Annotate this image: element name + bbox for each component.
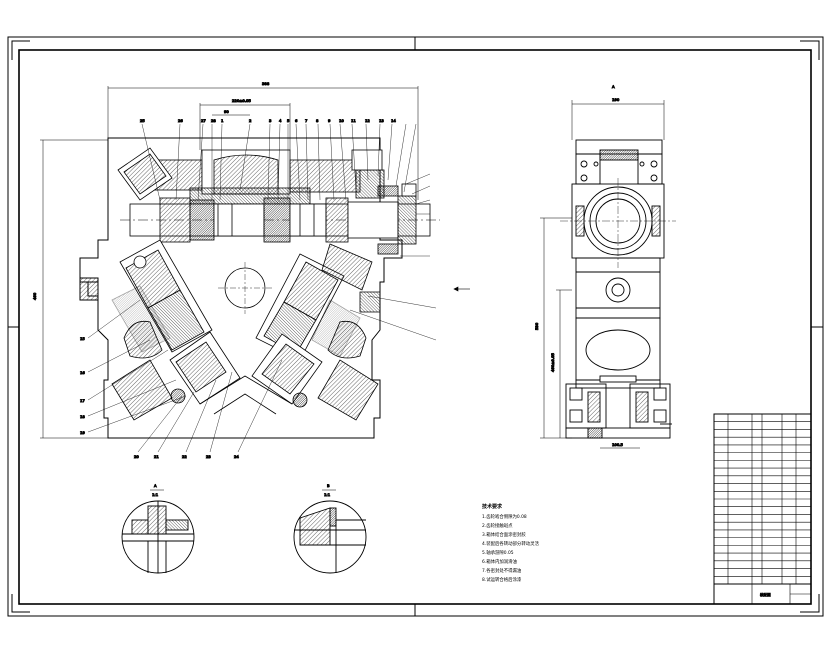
balloon-label: 24 — [234, 454, 239, 459]
balloon-label: 3 — [269, 118, 272, 123]
title-block: 装配图 — [713, 413, 812, 605]
balloon-label: 25 — [140, 118, 145, 123]
top-gear-section — [149, 149, 385, 205]
balloon-label: 12 — [365, 118, 370, 123]
bottom-balloon-labels: 20 21 22 23 24 — [134, 454, 240, 460]
top-dimension-lines — [107, 86, 419, 200]
front-view-assembly: 388 220±0.05 90 460 — [32, 81, 470, 460]
direction-arrow — [453, 286, 470, 292]
balloon-label: 6 — [295, 118, 298, 123]
section-a-scale: 1:1 — [152, 492, 159, 497]
tech-note-line: 3.箱体结合面涂密封胶 — [482, 531, 526, 538]
housing-outline — [79, 137, 403, 439]
tech-note-line: 4.装配后各转动部分转动灵活 — [482, 540, 539, 547]
balloon-label: 15 — [80, 336, 85, 341]
balloon-label: 27 — [201, 118, 206, 123]
left-dimension-lines — [40, 139, 108, 439]
balloon-label: 14 — [391, 118, 396, 123]
main-shaft — [120, 185, 440, 255]
drawing-frame — [7, 36, 824, 617]
side-view-label: A — [612, 84, 615, 89]
section-a-mark: A — [154, 483, 157, 488]
balloon-label: 11 — [351, 118, 356, 123]
drawing-name: 装配图 — [760, 592, 771, 597]
dim-left-height: 460 — [32, 292, 37, 300]
section-b-scale: 1:1 — [324, 492, 331, 497]
balloon-label: 4 — [279, 118, 282, 123]
top-leader-lines — [87, 123, 437, 453]
tech-note-line: 8.试运转合格后涂漆 — [482, 576, 522, 583]
balloon-label: 26 — [178, 118, 183, 123]
side-view-body — [560, 139, 676, 439]
balloon-label: 1 — [221, 118, 224, 123]
balloon-label: 19 — [80, 430, 85, 435]
balloon-label: 17 — [80, 398, 85, 403]
dim-right-bottom: 100.5 — [612, 442, 623, 447]
parts-list-rows — [714, 421, 811, 577]
balloon-label: 8 — [316, 118, 319, 123]
left-balloon-labels: 15 16 17 18 19 — [80, 336, 86, 436]
balloon-label: 22 — [182, 454, 187, 459]
balloon-label: 9 — [328, 118, 331, 123]
lower-housing-wings — [111, 320, 379, 421]
tech-note-line: 7.各密封处不得漏油 — [482, 567, 522, 574]
balloon-label: 21 — [154, 454, 159, 459]
tech-note-line: 1.齿轮啮合侧隙为0.08 — [482, 513, 527, 520]
tech-note-line: 2.齿轮接触斑点 — [482, 522, 513, 529]
balloon-label: 7 — [305, 118, 308, 123]
section-b-mark: B — [327, 483, 330, 488]
balloon-label: 5 — [287, 118, 290, 123]
balloon-label: 28 — [211, 118, 216, 123]
top-balloon-labels: 25 26 27 28 1 2 3 4 5 6 7 8 9 10 11 12 1… — [140, 118, 397, 124]
dim-top-overall: 388 — [262, 81, 270, 86]
upper-left-lug — [117, 147, 173, 201]
balloon-label: 18 — [80, 414, 85, 419]
upper-right-housing — [321, 149, 417, 313]
center-bore — [218, 262, 272, 314]
left-bevel-gear-unit — [111, 239, 213, 353]
balloon-label: 16 — [80, 370, 85, 375]
tech-note-line: 5.轴承游隙0.05 — [482, 549, 514, 556]
section-detail-a: A 1:1 — [121, 483, 195, 574]
lower-v-bevel-gears — [169, 331, 323, 415]
balloon-label: 20 — [134, 454, 139, 459]
balloon-label: 10 — [339, 118, 344, 123]
technical-requirements: 技术要求 1.齿轮啮合侧隙为0.08 2.齿轮接触斑点 3.箱体结合面涂密封胶 … — [482, 503, 539, 583]
balloon-label: 13 — [379, 118, 384, 123]
dim-right-height-1: 530 — [534, 322, 539, 330]
side-view: 190 530 460±0.05 100.5 A — [534, 84, 676, 449]
balloon-label: 23 — [206, 454, 211, 459]
dim-top-inner: 220±0.05 — [232, 98, 251, 103]
balloon-label: 2 — [249, 118, 252, 123]
tech-note-line: 6.箱体内加润滑油 — [482, 558, 518, 565]
section-detail-b: B 1:1 — [293, 483, 367, 574]
dim-right-height-2: 460±0.05 — [550, 353, 555, 372]
tech-notes-heading: 技术要求 — [482, 503, 503, 510]
dim-right-top-width: 190 — [612, 97, 620, 102]
dim-top-small: 90 — [224, 109, 229, 114]
